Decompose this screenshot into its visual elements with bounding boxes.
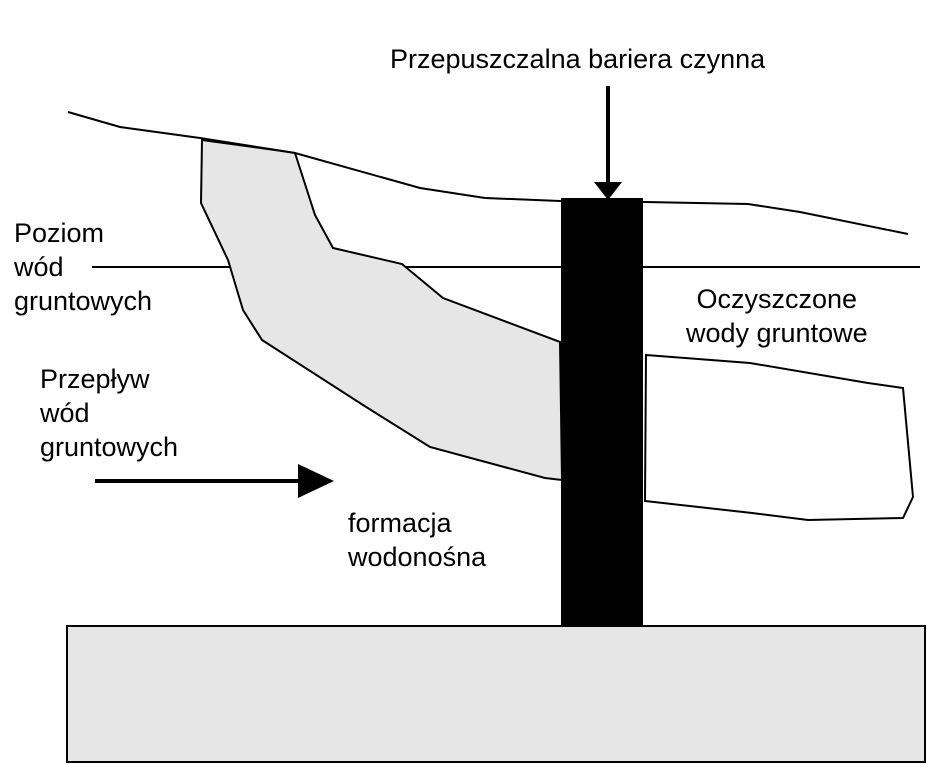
reactive-barrier <box>561 198 643 626</box>
barrier-label-text: Przepuszczalna bariera czynna <box>390 42 765 76</box>
cleaned-water-label-line-2: wody gruntowe <box>686 316 868 350</box>
aquifer-label: formacja wodonośna <box>348 506 486 574</box>
water-table-label: Poziom wód gruntowych <box>14 216 152 318</box>
bedrock-layer <box>67 626 925 762</box>
flow-arrowhead <box>298 464 334 498</box>
contaminant-plume <box>201 140 562 480</box>
groundwater-flow-label-line-3: gruntowych <box>40 430 178 464</box>
cleaned-water-label: Oczyszczone wody gruntowe <box>686 282 868 350</box>
aquifer-label-line-2: wodonośna <box>348 540 486 574</box>
cleaned-water-zone <box>645 355 913 520</box>
cleaned-water-label-line-1: Oczyszczone <box>686 282 868 316</box>
groundwater-flow-label: Przepływ wód gruntowych <box>40 362 178 464</box>
water-table-label-line-3: gruntowych <box>14 284 152 318</box>
groundwater-flow-label-line-1: Przepływ <box>40 362 178 396</box>
ground-surface-line <box>68 112 908 234</box>
barrier-pointer-arrowhead <box>594 182 622 200</box>
barrier-label: Przepuszczalna bariera czynna <box>390 42 765 76</box>
groundwater-flow-label-line-2: wód <box>40 396 178 430</box>
aquifer-label-line-1: formacja <box>348 506 486 540</box>
water-table-label-line-2: wód <box>14 250 152 284</box>
water-table-label-line-1: Poziom <box>14 216 152 250</box>
